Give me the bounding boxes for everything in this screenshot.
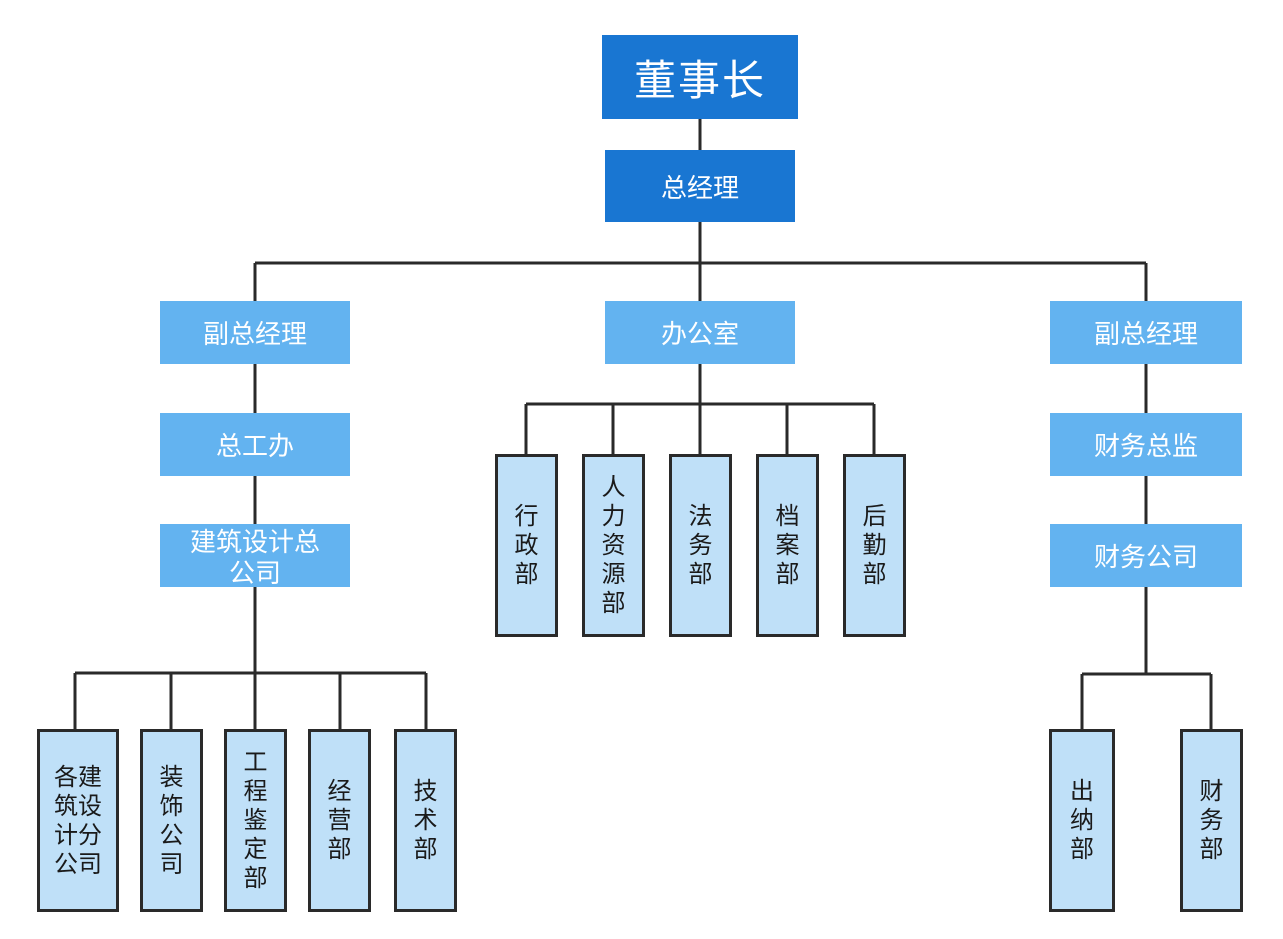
node-finance-company-label: 财务公司 bbox=[1093, 543, 1198, 573]
node-architecture-design-hq[interactable]: 建筑设计总公司 bbox=[160, 524, 350, 587]
leaf-branch-design-companies[interactable]: 各建筑设计分公司 bbox=[37, 729, 119, 912]
node-finance-company[interactable]: 财务公司 bbox=[1050, 524, 1242, 587]
leaf-technical-dept-label: 技术部 bbox=[413, 777, 438, 863]
leaf-legal-dept-label: 法务部 bbox=[688, 502, 713, 588]
leaf-admin-dept-label: 行政部 bbox=[514, 502, 539, 588]
node-finance-director-label: 财务总监 bbox=[1093, 432, 1198, 462]
leaf-branch-design-companies-label: 各建筑设计分公司 bbox=[54, 762, 102, 878]
node-general-manager[interactable]: 总经理 bbox=[605, 150, 795, 222]
leaf-finance-dept-label: 财务部 bbox=[1199, 777, 1224, 863]
leaf-business-dept-label: 经营部 bbox=[327, 777, 352, 863]
leaf-technical-dept[interactable]: 技术部 bbox=[394, 729, 457, 912]
leaf-engineering-appraisal-dept[interactable]: 工程鉴定部 bbox=[224, 729, 287, 912]
leaf-cashier-dept[interactable]: 出纳部 bbox=[1049, 729, 1115, 912]
leaf-logistics-dept-label: 后勤部 bbox=[862, 502, 887, 588]
node-chief-engineer-office-label: 总工办 bbox=[215, 432, 294, 462]
leaf-logistics-dept[interactable]: 后勤部 bbox=[843, 454, 906, 637]
node-office[interactable]: 办公室 bbox=[605, 301, 795, 364]
leaf-hr-dept-label: 人力资源部 bbox=[601, 473, 626, 617]
node-deputy-gm-left-label: 副总经理 bbox=[202, 320, 307, 350]
node-chairman-label: 董事长 bbox=[633, 55, 766, 105]
leaf-legal-dept[interactable]: 法务部 bbox=[669, 454, 732, 637]
node-deputy-gm-left[interactable]: 副总经理 bbox=[160, 301, 350, 364]
leaf-decoration-company-label: 装饰公司 bbox=[159, 762, 184, 878]
leaf-cashier-dept-label: 出纳部 bbox=[1070, 777, 1094, 863]
node-chairman[interactable]: 董事长 bbox=[602, 35, 798, 119]
leaf-business-dept[interactable]: 经营部 bbox=[308, 729, 371, 912]
node-chief-engineer-office[interactable]: 总工办 bbox=[160, 413, 350, 476]
leaf-engineering-appraisal-dept-label: 工程鉴定部 bbox=[243, 748, 268, 892]
node-architecture-design-hq-label: 建筑设计总公司 bbox=[189, 528, 320, 587]
node-deputy-gm-right-label: 副总经理 bbox=[1093, 320, 1198, 350]
leaf-hr-dept[interactable]: 人力资源部 bbox=[582, 454, 645, 637]
node-general-manager-label: 总经理 bbox=[660, 173, 739, 204]
node-deputy-gm-right[interactable]: 副总经理 bbox=[1050, 301, 1242, 364]
leaf-decoration-company[interactable]: 装饰公司 bbox=[140, 729, 203, 912]
node-office-label: 办公室 bbox=[660, 320, 739, 350]
leaf-archives-dept-label: 档案部 bbox=[775, 502, 800, 588]
leaf-admin-dept[interactable]: 行政部 bbox=[495, 454, 558, 637]
leaf-finance-dept[interactable]: 财务部 bbox=[1180, 729, 1243, 912]
leaf-archives-dept[interactable]: 档案部 bbox=[756, 454, 819, 637]
node-finance-director[interactable]: 财务总监 bbox=[1050, 413, 1242, 476]
